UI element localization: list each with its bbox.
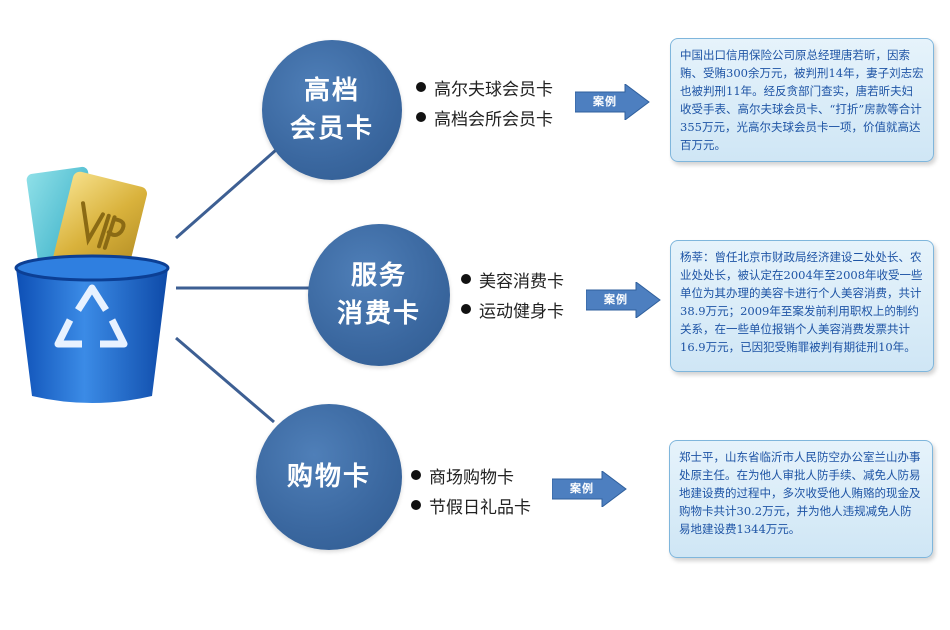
list-item: 节假日礼品卡: [411, 490, 531, 520]
case-arrow-label: 案例: [593, 95, 617, 108]
case-box-shopping: 郑士平，山东省临沂市人民防空办公室兰山办事处原主任。在为他人审批人防手续、减免人…: [669, 440, 933, 558]
arrow-right-icon: [586, 282, 661, 318]
recycle-symbol-icon: [54, 284, 128, 348]
bullet-icon: [411, 500, 421, 510]
category-circle-shopping: 购物卡: [256, 404, 402, 550]
category-title-line1: 购物卡: [286, 462, 371, 492]
bullet-icon: [416, 82, 426, 92]
category-title-line1: 高档: [303, 76, 360, 106]
bin-body-icon: [14, 254, 170, 403]
list-item: 高尔夫球会员卡: [416, 72, 553, 102]
recycle-bin-icon: [14, 166, 170, 403]
bullet-icon: [411, 470, 421, 480]
vip-card-icon: [53, 171, 147, 281]
item-list-service: 美容消费卡 运动健身卡: [461, 264, 564, 324]
item-list-shopping: 商场购物卡 节假日礼品卡: [411, 460, 531, 520]
case-arrow-label: 案例: [604, 293, 628, 306]
list-item: 运动健身卡: [461, 294, 564, 324]
case-box-membership: 中国出口信用保险公司原总经理唐若昕，因索贿、受贿300余万元，被判刑14年，妻子…: [670, 38, 934, 162]
category-title-line1: 服务: [350, 261, 407, 291]
item-list-membership: 高尔夫球会员卡 高档会所会员卡: [416, 72, 553, 132]
category-circle-service: 服务 消费卡: [308, 224, 450, 366]
category-title-line2: 消费卡: [336, 299, 421, 329]
case-arrow-label: 案例: [570, 482, 594, 495]
bullet-icon: [461, 304, 471, 314]
bullet-icon: [461, 274, 471, 284]
list-item: 商场购物卡: [411, 460, 531, 490]
connector-line-1: [175, 148, 277, 240]
category-circle-membership: 高档 会员卡: [262, 40, 402, 180]
list-item: 高档会所会员卡: [416, 102, 553, 132]
category-title-line2: 会员卡: [289, 114, 374, 144]
arrow-right-icon: [552, 471, 627, 507]
list-item: 美容消费卡: [461, 264, 564, 294]
bullet-icon: [416, 112, 426, 122]
arrow-right-icon: [575, 84, 650, 120]
case-box-service: 杨莘：曾任北京市财政局经济建设二处处长、农业处处长，被认定在2004年至2008…: [670, 240, 934, 372]
connector-line-3: [175, 336, 275, 424]
